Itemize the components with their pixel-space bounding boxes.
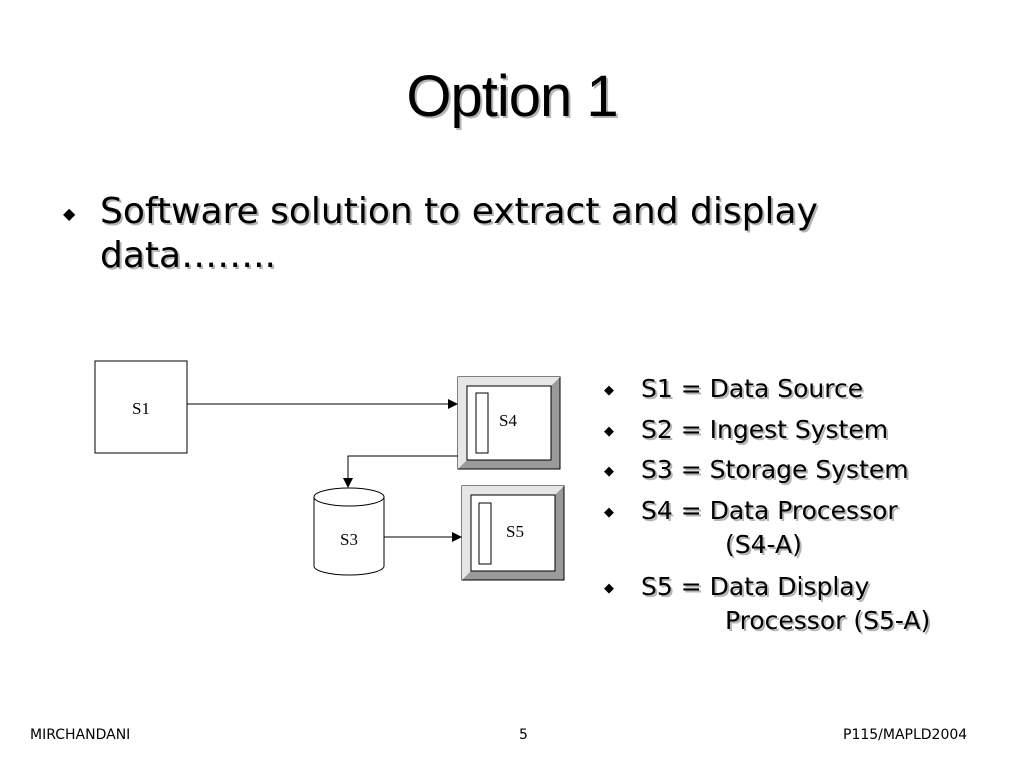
legend-item-s1: S1 = Data Source <box>641 372 863 406</box>
footer-author: MIRCHANDANI <box>30 727 131 743</box>
legend-bullet-icon: ◆ <box>604 464 614 479</box>
legend-text: S4 = Data Processor <box>641 496 898 525</box>
legend-text: S2 = Ingest System <box>641 415 889 444</box>
s5-label: S5 <box>506 522 524 541</box>
main-bullet-text: Software solution to extract and display… <box>100 191 818 276</box>
legend-bullet-icon: ◆ <box>604 424 614 439</box>
legend-item-s4: S4 = Data Processor (S4-A) <box>641 494 898 562</box>
legend-item-s5: S5 = Data Display Processor (S5-A) <box>641 570 930 638</box>
footer-page-number: 5 <box>519 727 528 743</box>
s3-label: S3 <box>340 530 358 549</box>
s5-node: S5 <box>461 485 565 581</box>
legend-text-cont: Processor (S5-A) <box>725 606 931 635</box>
legend-bullet-icon: ◆ <box>604 383 614 398</box>
legend-text: S5 = Data Display <box>641 572 870 601</box>
footer-reference: P115/MAPLD2004 <box>843 727 968 743</box>
legend-item-s2: S2 = Ingest System <box>641 413 888 447</box>
s4-label: S4 <box>499 411 517 430</box>
s1-node: S1 <box>94 360 188 454</box>
legend-text-cont: (S4-A) <box>725 530 802 559</box>
bullet-diamond-icon: ◆ <box>63 204 76 223</box>
legend-item-s3: S3 = Storage System <box>641 453 909 487</box>
legend-text: S1 = Data Source <box>641 374 864 403</box>
arrow-s4-to-s3 <box>343 455 458 488</box>
s1-label: S1 <box>132 399 150 418</box>
legend-bullet-icon: ◆ <box>604 505 614 520</box>
s4-node: S4 <box>457 376 561 470</box>
slide-title: Option 1 <box>406 64 618 129</box>
s3-node: S3 <box>313 487 385 576</box>
legend-bullet-icon: ◆ <box>604 581 614 596</box>
legend-text: S3 = Storage System <box>641 455 909 484</box>
